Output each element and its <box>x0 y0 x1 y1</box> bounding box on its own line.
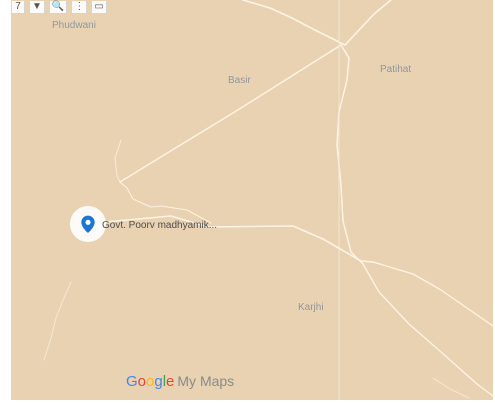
map-pin-icon <box>81 215 95 233</box>
google-logo: G o o g l e <box>126 373 174 391</box>
road-bottom-right <box>432 377 470 399</box>
layers-count[interactable]: 7 <box>11 0 25 14</box>
google-letter-g2: g <box>154 373 163 390</box>
map-canvas[interactable]: 7 ▼ 🔍 ⋮ ▭ Phudwani Basir Patihat Karjhi … <box>11 0 493 400</box>
road-diagonal <box>119 44 342 183</box>
road-vertical <box>336 44 364 265</box>
road-southwest <box>43 281 72 361</box>
google-letter-o2: o <box>146 373 155 390</box>
google-letter-l: l <box>162 373 167 390</box>
google-letter-e: e <box>166 373 175 390</box>
road-network <box>43 0 493 400</box>
fullscreen-icon[interactable]: ▭ <box>91 0 107 14</box>
road-northeast <box>344 0 392 46</box>
place-label-basir: Basir <box>228 75 251 86</box>
road-southeast <box>362 263 493 397</box>
google-my-maps-branding: G o o g l e My Maps <box>126 372 234 391</box>
google-letter-o1: o <box>137 373 147 390</box>
road-small-branch <box>119 181 212 224</box>
search-icon[interactable]: 🔍 <box>48 0 68 14</box>
chevron-down-icon[interactable]: ▼ <box>29 0 45 14</box>
place-label-karjhi: Karjhi <box>298 302 324 313</box>
location-marker[interactable] <box>70 206 106 242</box>
google-letter-g: G <box>126 373 138 390</box>
marker-label: Govt. Poorv madhyamik... <box>102 220 218 231</box>
more-icon[interactable]: ⋮ <box>71 0 88 14</box>
road-northwest <box>242 0 346 46</box>
place-label-patihat: Patihat <box>380 64 412 75</box>
road-central <box>104 215 374 263</box>
road-short-north <box>114 139 122 183</box>
place-label-phudwani: Phudwani <box>52 20 96 31</box>
map-toolbar: 7 ▼ 🔍 ⋮ ▭ <box>11 0 107 14</box>
road-east <box>372 261 493 327</box>
my-maps-text: My Maps <box>177 373 235 389</box>
